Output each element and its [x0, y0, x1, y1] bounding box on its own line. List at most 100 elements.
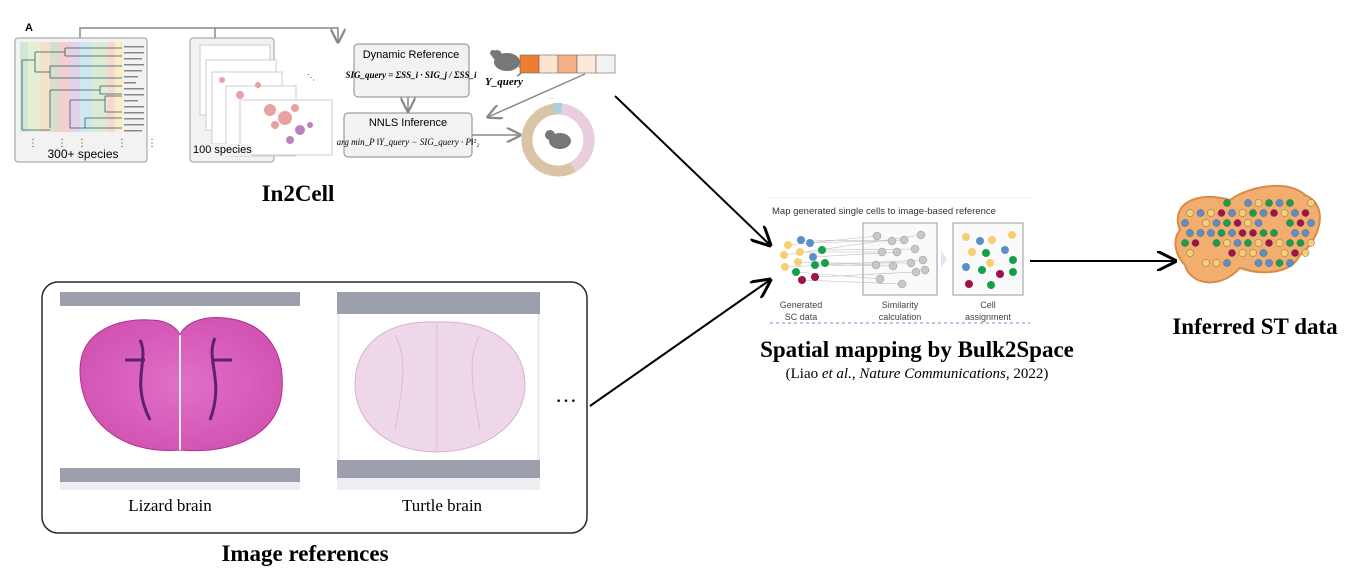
st-cell-dot [1265, 259, 1273, 267]
mouse-icon [490, 50, 523, 77]
assigned-cell-dot [1001, 246, 1009, 254]
turtle-brain-image [337, 292, 540, 490]
svg-text:⋮: ⋮ [117, 138, 127, 149]
st-cell-dot [1301, 229, 1310, 237]
st-cell-dot [1291, 209, 1299, 217]
st-cell-dot [1223, 219, 1231, 227]
generated-cell-dot [780, 251, 788, 259]
st-cell-dot [1207, 209, 1215, 217]
st-cell-dot [1286, 219, 1294, 227]
lizard-brain-image [60, 292, 300, 490]
assigned-cell-dot [976, 237, 984, 245]
svg-text:⋮: ⋮ [28, 138, 38, 149]
assigned-cell-dot [978, 266, 986, 274]
generated-cell-dot [794, 258, 802, 266]
dynamic-reference-title: Dynamic Reference [362, 49, 460, 61]
st-cell-dot [1244, 199, 1252, 207]
arrow-images-to-bulk2space [589, 280, 770, 407]
nnls-formula: arg min_P ‖Y_query − SIG_query · P‖²₂ [336, 137, 480, 147]
st-cell-dot [1249, 229, 1257, 237]
st-cell-dot [1259, 209, 1268, 217]
in2cell-title: In2Cell [261, 181, 335, 206]
similarity-link [801, 279, 903, 285]
reference-spot-dot [875, 274, 885, 284]
svg-text:⋱: ⋱ [307, 73, 315, 82]
reference-spot-dot [911, 267, 921, 277]
st-cell-dot [1238, 209, 1247, 217]
reference-spot-dot [877, 247, 887, 257]
y-query-cell [595, 54, 616, 74]
generated-cell-dot [818, 246, 826, 254]
generated-cell-dot [784, 241, 792, 249]
arrow-in2cell-to-bulk2space [614, 95, 770, 245]
reference-spot-dot [871, 260, 881, 270]
st-cell-dot [1270, 229, 1278, 237]
assigned-cell-dot [962, 263, 970, 271]
st-cell-dot [1223, 239, 1231, 247]
svg-text:⋮: ⋮ [77, 138, 87, 149]
st-cell-dot [1275, 239, 1284, 247]
generated-cell-dot [797, 236, 805, 244]
assigned-cell-dot [965, 280, 973, 288]
st-cell-dot [1307, 219, 1315, 227]
st-cell-dot [1259, 249, 1268, 257]
st-cell-dot [1280, 209, 1289, 217]
st-cell-dot [1301, 249, 1310, 257]
svg-text:⋮: ⋮ [147, 138, 157, 149]
reference-spot-dot [918, 255, 928, 265]
svg-text:⋮: ⋮ [57, 138, 67, 149]
st-cell-dot [1233, 239, 1242, 247]
st-cell-dot [1186, 229, 1194, 237]
y-query-bar [519, 54, 616, 74]
st-cell-dot [1238, 249, 1247, 257]
st-cell-dot [1233, 219, 1242, 227]
nnls-inference-box [343, 112, 473, 158]
inferred-st-tissue [1174, 184, 1321, 284]
more-ellipsis: … [555, 382, 577, 407]
st-cell-dot [1296, 219, 1305, 227]
st-cell-dot [1291, 229, 1299, 237]
y-query-cell [538, 54, 559, 74]
st-cell-dot [1228, 249, 1236, 257]
st-cell-dot [1249, 209, 1257, 217]
st-cell-dot [1254, 219, 1263, 227]
dynamic-reference-box [353, 43, 470, 98]
assigned-cell-dot [962, 233, 970, 241]
st-cell-dot [1307, 199, 1315, 207]
st-cell-dot [1202, 259, 1210, 267]
st-cell-dot [1244, 239, 1252, 247]
y-query-cell [519, 54, 540, 74]
st-cell-dot [1196, 229, 1205, 237]
bulk2space-citation: (Liao et al., Nature Communications, 202… [785, 366, 1049, 382]
st-cell-dot [1307, 239, 1315, 247]
reference-spot-dot [888, 261, 898, 271]
st-cell-dot [1212, 259, 1221, 267]
st-cell-dot [1296, 239, 1305, 247]
similarity-link [783, 234, 922, 256]
st-cell-dot [1244, 219, 1252, 227]
in2cell-connector [79, 27, 586, 135]
generated-cell-dot [821, 259, 829, 267]
assigned-cell-dot [1009, 268, 1017, 276]
st-cell-dot [1265, 199, 1273, 207]
generated-cell-dot [811, 273, 819, 281]
generated-cell-dot [806, 239, 814, 247]
lizard-brain-label: Lizard brain [128, 496, 212, 515]
y-query-label: Y_query [485, 76, 523, 88]
umap-stack-panel: ⋱ [189, 37, 333, 163]
y-query-cell [557, 54, 578, 74]
st-cell-dot [1223, 199, 1231, 207]
st-cell-dot [1275, 199, 1284, 207]
st-cell-dot [1191, 239, 1200, 247]
st-cell-dot [1202, 219, 1210, 227]
generated-cell-dot [811, 261, 819, 269]
st-cell-dot [1217, 229, 1226, 237]
image-references-title: Image references [221, 541, 389, 566]
similarity-link [814, 271, 917, 278]
y-query-cell [576, 54, 597, 74]
similarity-link [797, 261, 877, 266]
st-cell-dot [1286, 239, 1294, 247]
bulk2space-panel [770, 197, 1030, 324]
